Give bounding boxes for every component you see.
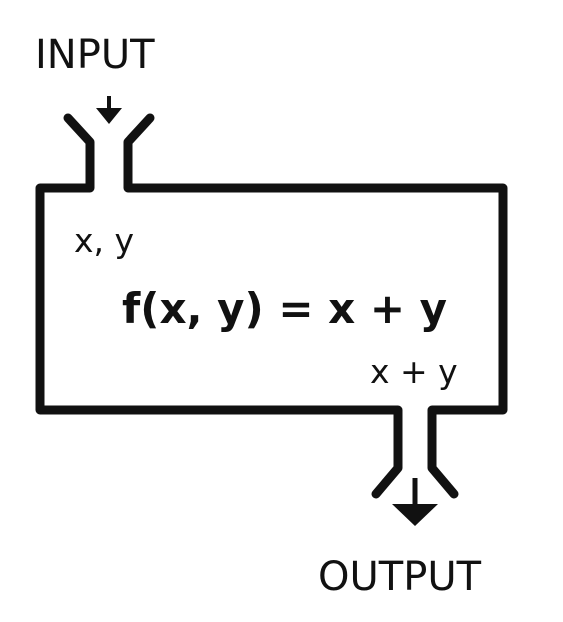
input-arrow-icon xyxy=(96,96,122,124)
machine-body xyxy=(35,113,508,499)
output-expression-label: x + y xyxy=(370,352,458,391)
input-title: INPUT xyxy=(35,32,155,78)
function-formula: f(x, y) = x + y xyxy=(122,284,447,333)
input-vars-label: x, y xyxy=(74,221,134,260)
output-title: OUTPUT xyxy=(318,554,482,600)
output-arrow-icon xyxy=(392,478,438,526)
